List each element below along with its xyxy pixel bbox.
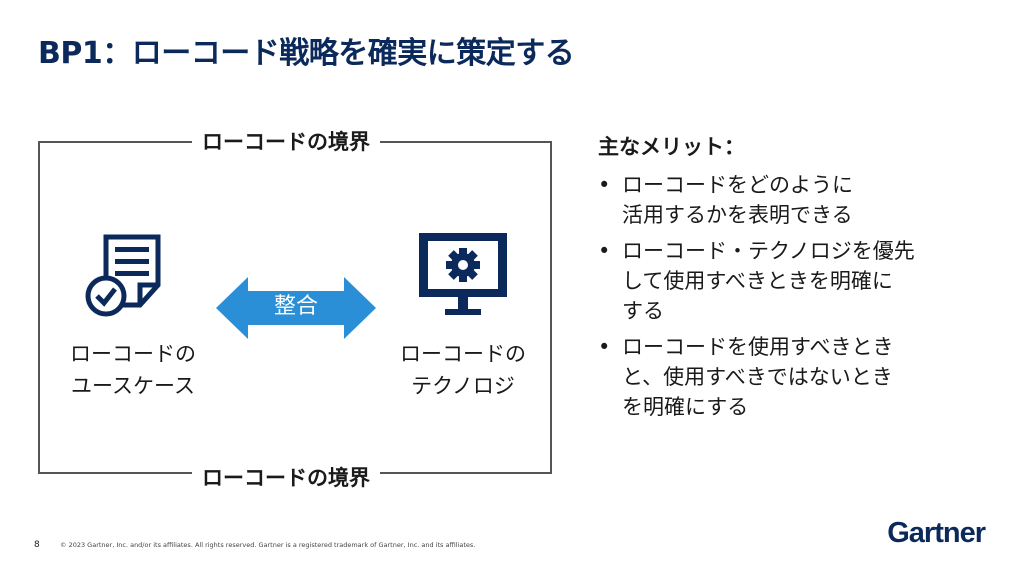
copyright-notice: © 2023 Gartner, Inc. and/or its affiliat… <box>60 541 476 549</box>
bullet: • <box>598 335 611 359</box>
document-check-icon <box>85 234 161 317</box>
slide-title: BP1：ローコード戦略を確実に策定する <box>38 36 575 71</box>
technology-label: ローコードの テクノロジ <box>388 338 538 402</box>
benefit-line: ローコードをどのように <box>622 173 853 197</box>
benefit-item: • ローコードをどのように 活用するかを表明できる <box>598 170 958 230</box>
monitor-gear-icon <box>419 233 507 315</box>
benefit-line: 活用するかを表明できる <box>622 203 853 227</box>
boundary-label-top: ローコードの境界 <box>192 129 380 155</box>
benefit-line: を明確にする <box>622 395 749 419</box>
usecase-label-line2: ユースケース <box>71 374 195 398</box>
technology-label-line1: ローコードの <box>400 342 526 366</box>
benefit-line: と、使用すべきではないとき <box>622 365 893 389</box>
alignment-double-arrow <box>216 277 376 339</box>
gartner-logo: Gartner <box>887 517 986 549</box>
page-number: 8 <box>34 540 40 550</box>
usecase-label: ローコードの ユースケース <box>58 338 208 402</box>
benefit-item: • ローコードを使用すべきとき と、使用すべきではないとき を明確にする <box>598 332 958 422</box>
benefit-line: ローコードを使用すべきとき <box>622 335 894 359</box>
benefit-line: して使用すべきときを明確に <box>622 269 893 293</box>
boundary-label-bottom: ローコードの境界 <box>192 465 380 491</box>
alignment-label: 整合 <box>273 294 318 319</box>
benefits-heading: 主なメリット： <box>598 135 745 159</box>
benefit-line: ローコード・テクノロジを優先 <box>622 239 915 263</box>
benefit-line: する <box>622 299 664 323</box>
usecase-label-line1: ローコードの <box>70 342 196 366</box>
technology-label-line2: テクノロジ <box>411 374 515 398</box>
benefit-item: • ローコード・テクノロジを優先 して使用すべきときを明確に する <box>598 236 958 326</box>
bullet: • <box>598 239 611 263</box>
benefits-list: 主なメリット： • ローコードをどのように 活用するかを表明できる • ローコー… <box>598 132 958 428</box>
bullet: • <box>598 173 611 197</box>
